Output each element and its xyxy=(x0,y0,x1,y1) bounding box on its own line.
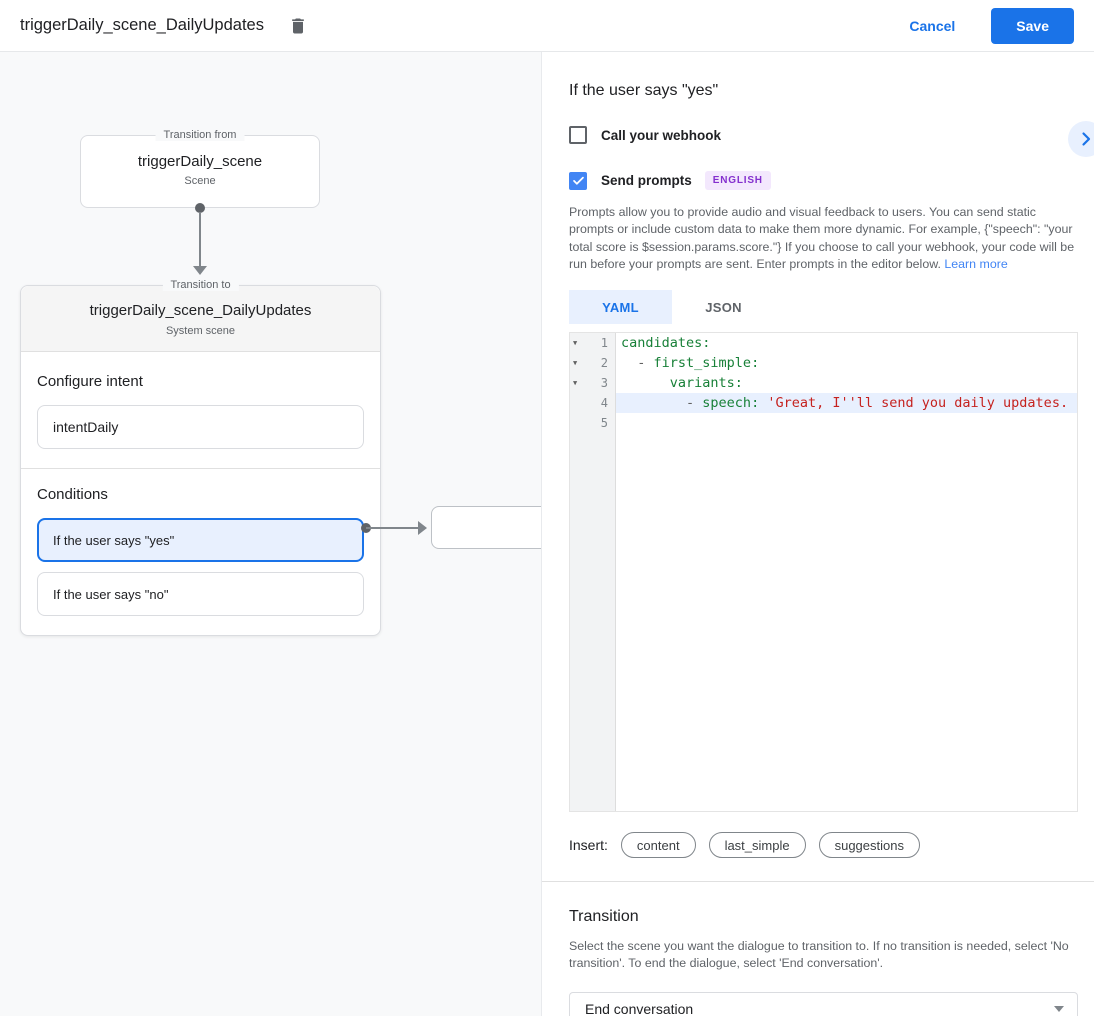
delete-icon[interactable] xyxy=(288,16,308,36)
code-line[interactable]: - first_simple: xyxy=(616,353,1077,373)
language-badge: ENGLISH xyxy=(704,171,771,190)
code-token: - xyxy=(637,355,654,372)
prompts-description-text: Prompts allow you to provide audio and v… xyxy=(569,205,1075,271)
transition-from-legend: Transition from xyxy=(155,129,245,141)
trash-icon xyxy=(292,18,304,33)
code-token xyxy=(621,375,670,391)
insert-chip-content[interactable]: content xyxy=(620,832,696,859)
conditions-section: Conditions If the user says "yes"If the … xyxy=(21,468,380,635)
insert-chip-last_simple[interactable]: last_simple xyxy=(708,832,806,859)
fold-arrow-icon[interactable]: ▼ xyxy=(573,339,578,348)
code-line[interactable]: - speech: 'Great, I''ll send you daily u… xyxy=(616,393,1077,414)
condition-item[interactable]: If the user says "yes" xyxy=(37,518,364,562)
webhook-row: Call your webhook xyxy=(569,126,1078,144)
gutter-line: ▼3 xyxy=(570,373,615,393)
code-token: first_simple: xyxy=(653,355,760,372)
gutter-line: 5 xyxy=(570,413,615,433)
send-prompts-checkbox[interactable] xyxy=(569,171,587,190)
learn-more-link[interactable]: Learn more xyxy=(944,256,1008,271)
chevron-right-icon xyxy=(1082,132,1091,146)
configure-intent-section: Configure intent intentDaily xyxy=(21,352,380,468)
connector-line-vertical xyxy=(199,212,201,267)
send-prompts-row: Send prompts ENGLISH xyxy=(569,171,1078,190)
code-line[interactable]: candidates: xyxy=(616,333,1077,353)
code-line[interactable]: variants: xyxy=(616,373,1077,393)
header: triggerDaily_scene_DailyUpdates Cancel S… xyxy=(0,0,1094,52)
transition-description: Select the scene you want the dialogue t… xyxy=(569,939,1069,971)
transition-target-node[interactable] xyxy=(431,506,541,549)
code-line[interactable] xyxy=(616,413,1077,433)
insert-chips: content last_simple suggestions xyxy=(608,832,920,859)
conditions-label: Conditions xyxy=(37,486,108,503)
webhook-checkbox[interactable] xyxy=(569,126,587,144)
dropdown-caret-icon xyxy=(1054,1006,1064,1013)
line-number: 3 xyxy=(600,376,608,391)
code-token: - xyxy=(686,395,703,412)
code-token xyxy=(621,395,686,411)
from-node-title: triggerDaily_scene xyxy=(137,153,263,170)
line-number: 2 xyxy=(600,356,608,371)
transition-select-value: End conversation xyxy=(585,1001,694,1016)
intent-input[interactable]: intentDaily xyxy=(37,405,364,449)
line-number: 4 xyxy=(600,396,608,411)
code-token: variants: xyxy=(669,375,743,392)
code-token: candidates: xyxy=(621,335,711,352)
arrow-down-icon xyxy=(193,266,207,275)
code-token: speech: xyxy=(702,395,760,412)
conditions-list: If the user says "yes" If the user says "… xyxy=(37,518,364,616)
checkmark-icon xyxy=(572,176,584,185)
to-node-title: triggerDaily_scene_DailyUpdates xyxy=(89,302,312,319)
gutter-line: 4 xyxy=(570,393,615,413)
fold-arrow-icon[interactable]: ▼ xyxy=(573,379,578,388)
fold-arrow-icon[interactable]: ▼ xyxy=(573,359,578,368)
gutter-line: ▼2 xyxy=(570,353,615,373)
details-panel: If the user says "yes" Call your webhook… xyxy=(541,52,1094,1016)
editor-code-area[interactable]: candidates: - first_simple: variants: - … xyxy=(616,333,1077,811)
webhook-label: Call your webhook xyxy=(601,127,722,143)
transition-from-node[interactable]: Transition from triggerDaily_scene Scene xyxy=(80,129,320,208)
connector-line-horizontal xyxy=(366,527,420,529)
from-node-subtitle: Scene xyxy=(184,175,216,187)
condition-item[interactable]: If the user says "no" xyxy=(37,572,364,616)
line-number: 1 xyxy=(600,336,608,351)
line-number: 5 xyxy=(600,416,608,431)
transition-section-title: Transition xyxy=(569,908,639,926)
page-title: triggerDaily_scene_DailyUpdates xyxy=(20,16,264,34)
save-button[interactable]: Save xyxy=(991,7,1074,44)
to-card-header: triggerDaily_scene_DailyUpdates System s… xyxy=(21,286,380,352)
section-divider xyxy=(542,881,1094,883)
code-token xyxy=(621,355,637,371)
send-prompts-label: Send prompts xyxy=(601,173,692,188)
configure-intent-label: Configure intent xyxy=(37,373,143,390)
to-node-subtitle: System scene xyxy=(165,325,236,337)
collapse-panel-button[interactable] xyxy=(1068,121,1094,157)
editor-format-tabs: YAML JSON xyxy=(569,290,1078,325)
insert-row: Insert: content last_simple suggestions xyxy=(569,832,1078,859)
transition-select[interactable]: End conversation xyxy=(569,992,1078,1016)
cancel-button[interactable]: Cancel xyxy=(903,17,961,35)
tab-yaml[interactable]: YAML xyxy=(569,290,672,325)
insert-label: Insert: xyxy=(569,837,608,854)
transition-to-legend: Transition to xyxy=(162,279,239,291)
scene-canvas: Transition from triggerDaily_scene Scene… xyxy=(0,52,541,1016)
arrow-right-icon xyxy=(418,521,427,535)
code-token: 'Great, I''ll send you daily updates. xyxy=(767,395,1069,412)
panel-title: If the user says "yes" xyxy=(569,82,719,99)
insert-chip-suggestions[interactable]: suggestions xyxy=(818,832,920,859)
transition-to-card: Transition to triggerDaily_scene_DailyUp… xyxy=(20,279,381,636)
gutter-line: ▼1 xyxy=(570,333,615,353)
connector-dot xyxy=(195,203,205,213)
tab-json[interactable]: JSON xyxy=(705,299,742,315)
prompts-description: Prompts allow you to provide audio and v… xyxy=(569,204,1078,273)
